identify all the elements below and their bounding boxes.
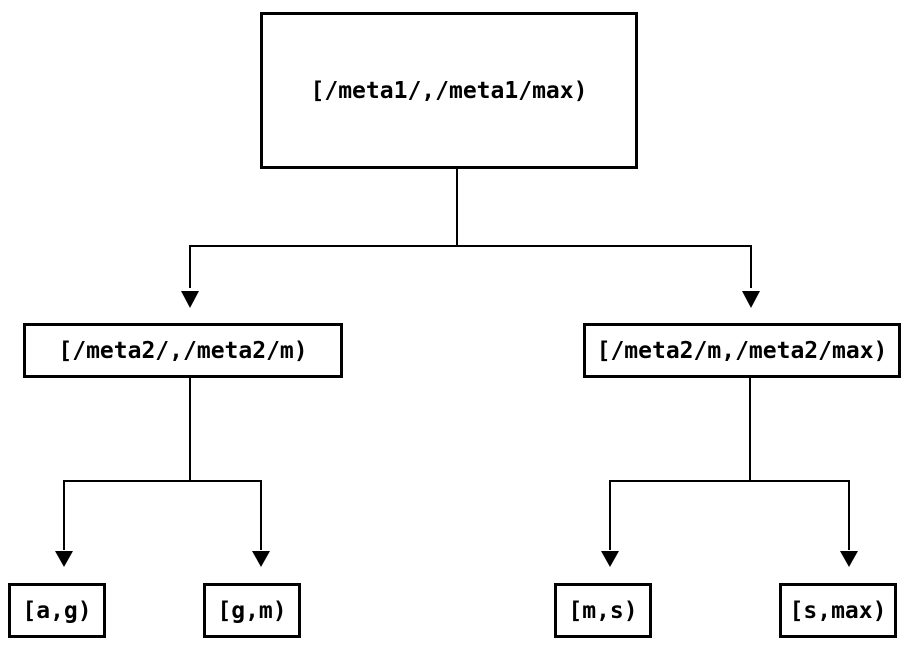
arrowhead-to-leaf-gm — [252, 551, 270, 567]
arrowhead-to-meta2-left — [181, 291, 199, 308]
node-leaf-m-s-label: [m,s) — [568, 597, 638, 624]
arrowhead-to-leaf-ms — [601, 551, 619, 567]
node-meta2-high: [/meta2/m,/meta2/max) — [583, 323, 901, 378]
edge-right-branch — [609, 480, 850, 550]
edge-level1-branch — [189, 245, 752, 288]
node-leaf-m-s: [m,s) — [554, 583, 652, 638]
node-root-label: [/meta1/,/meta1/max) — [310, 77, 588, 104]
arrowhead-to-leaf-smax — [840, 551, 858, 567]
node-root: [/meta1/,/meta1/max) — [260, 12, 638, 169]
arrowhead-to-leaf-ag — [55, 551, 73, 567]
node-meta2-high-label: [/meta2/m,/meta2/max) — [596, 337, 888, 364]
node-leaf-s-max: [s,max) — [779, 583, 897, 638]
node-leaf-a-g-label: [a,g) — [22, 597, 92, 624]
node-leaf-s-max-label: [s,max) — [789, 597, 887, 624]
node-leaf-g-m: [g,m) — [203, 583, 301, 638]
edge-left-branch — [63, 480, 262, 550]
node-meta2-low: [/meta2/,/meta2/m) — [23, 323, 343, 378]
arrowhead-to-meta2-right — [742, 291, 760, 308]
node-meta2-low-label: [/meta2/,/meta2/m) — [58, 337, 308, 364]
node-leaf-a-g: [a,g) — [8, 583, 106, 638]
node-leaf-g-m-label: [g,m) — [217, 597, 287, 624]
